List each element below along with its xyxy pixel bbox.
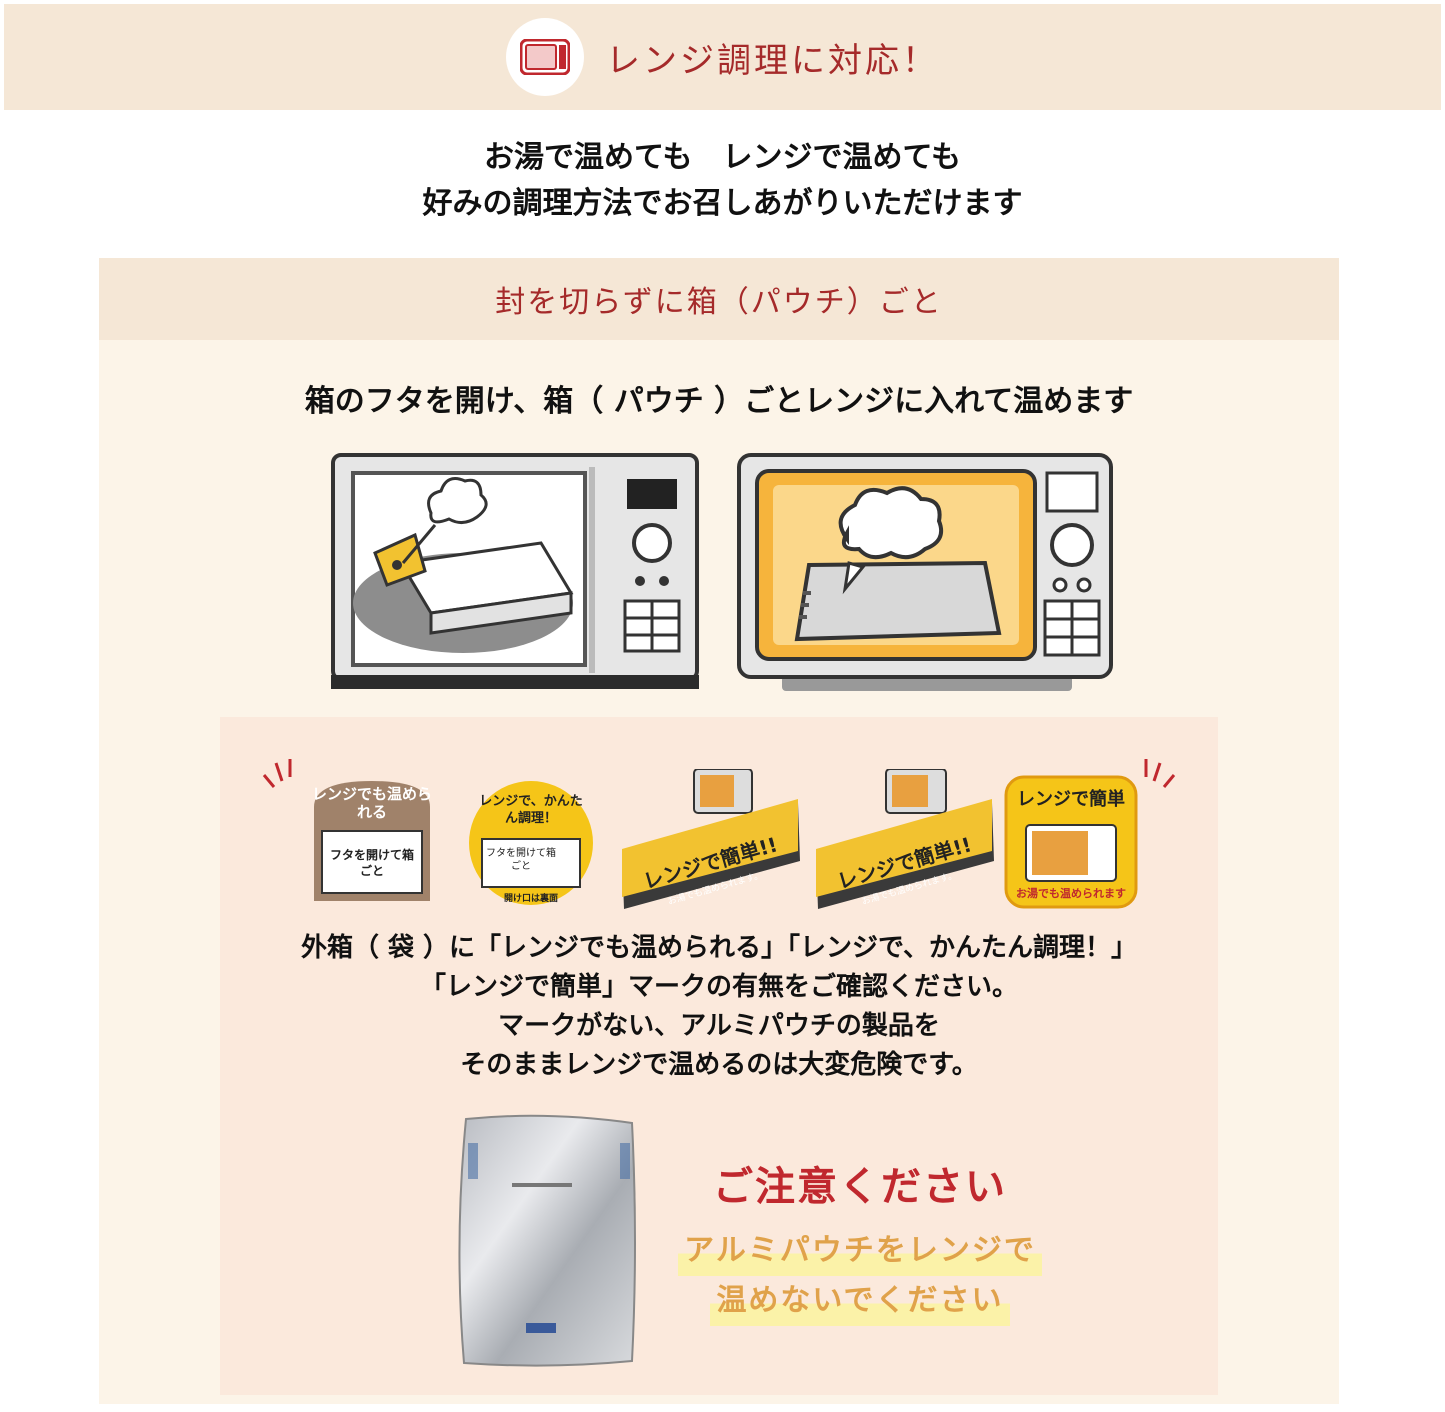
intro-line-1: お湯で温めても レンジで温めても — [484, 140, 961, 175]
caution-line-2: 温めないでください — [710, 1276, 1010, 1326]
mark-1-title: レンジでも温められる — [311, 785, 432, 821]
mark-2-title: レンジで、かんたん調理！ — [479, 794, 583, 826]
mark-1-sub: フタを開けて箱ごと — [329, 848, 414, 878]
microwave-open-box-illustration — [331, 453, 699, 693]
mark-5-title: レンジで簡単 — [1017, 789, 1125, 810]
mark-range-atatamerareru: レンジでも温められる フタを開けて箱ごと — [310, 777, 434, 905]
mark-range-kantan-chouri: レンジで、かんたん調理！ フタを開けて箱ごと 開け口は裏面 — [460, 779, 602, 907]
mark-2-foot: 開け口は裏面 — [503, 894, 558, 904]
mark-5-sub: お湯でも温められます — [1016, 887, 1126, 900]
notice-line-1: 外箱（ 袋 ）に「レンジでも温められる」「レンジで、かんたん調理！」 — [300, 933, 1138, 963]
panel-heading: 封を切らずに箱（パウチ）ごと — [99, 258, 1339, 340]
mark-range-kantan-2: レンジで簡単!! お湯でも温められます。 — [814, 769, 996, 909]
panel-instruction: 箱のフタを開け、箱（ パウチ ）ごとレンジに入れて温めます — [304, 384, 1134, 419]
notice-text: 外箱（ 袋 ）に「レンジでも温められる」「レンジで、かんたん調理！」 「レンジで… — [220, 929, 1218, 1085]
caution-title: ご注意ください — [713, 1164, 1007, 1210]
microwave-marks-row: レンジでも温められる フタを開けて箱ごと レンジで、かんたん調理！ フタを開けて… — [220, 757, 1218, 909]
intro-text: お湯で温めても レンジで温めても 好みの調理方法でお召しあがりいただけます — [0, 135, 1445, 227]
header-band: レンジ調理に対応！ — [4, 4, 1441, 110]
mark-range-kantan-1: レンジで簡単!! お湯でも温められます。 — [620, 769, 802, 909]
aluminum-pouch-image — [452, 1113, 642, 1369]
caution-line-1: アルミパウチをレンジで — [678, 1226, 1042, 1276]
notice-line-2: 「レンジで簡単」マークの有無をご確認ください。 — [419, 972, 1018, 1002]
mark-range-kantan-3: レンジで簡単 お湯でも温められます — [1004, 775, 1138, 909]
intro-line-2: 好みの調理方法でお召しあがりいただけます — [422, 186, 1023, 221]
page-title: レンジ調理に対応！ — [606, 40, 939, 81]
notice-line-3: マークがない、アルミパウチの製品を — [498, 1011, 940, 1041]
instruction-panel: 封を切らずに箱（パウチ）ごと 箱のフタを開け、箱（ パウチ ）ごとレンジに入れて… — [99, 258, 1339, 1404]
caution-message: ご注意ください アルミパウチをレンジで 温めないでください — [660, 1154, 1060, 1326]
accent-lines-icon — [1144, 759, 1176, 788]
accent-lines-icon — [262, 759, 292, 788]
mark-2-sub: フタを開けて箱ごと — [486, 848, 556, 872]
notice-box: レンジでも温められる フタを開けて箱ごと レンジで、かんたん調理！ フタを開けて… — [220, 717, 1218, 1395]
notice-line-4: そのままレンジで温めるのは大変危険です。 — [460, 1050, 978, 1080]
microwave-icon — [506, 18, 584, 96]
microwave-heating-illustration — [737, 453, 1115, 695]
